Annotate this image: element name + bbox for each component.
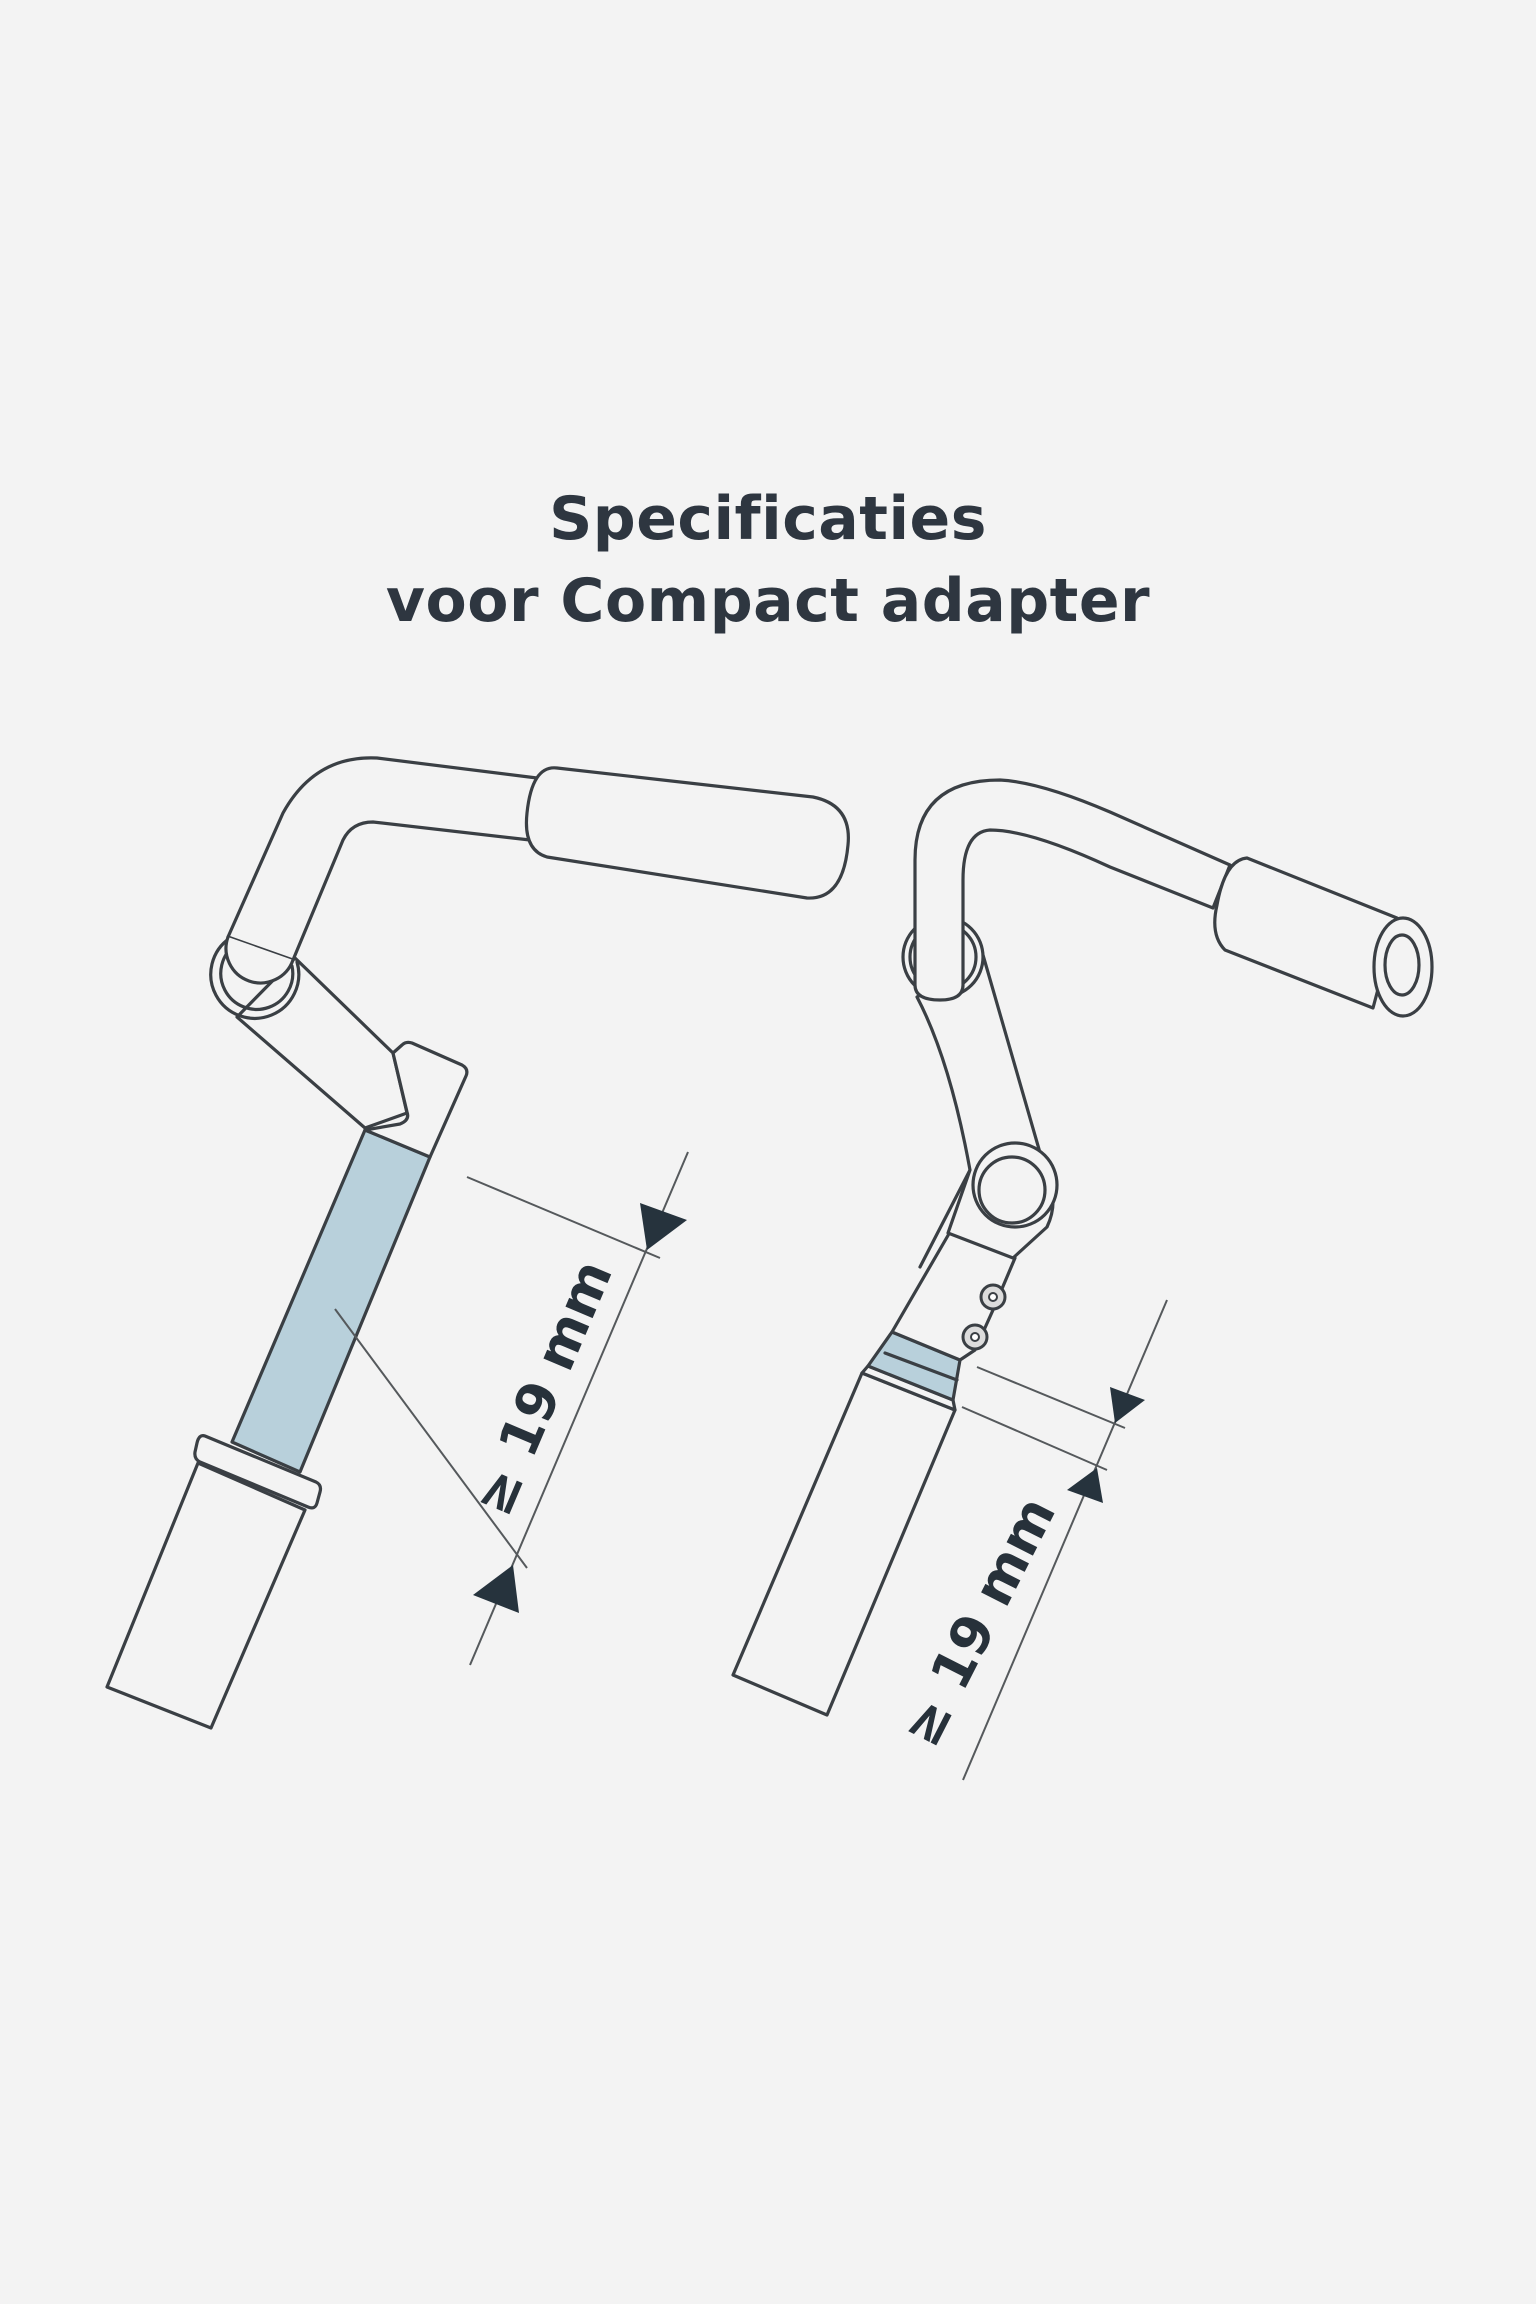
left-dimension-label: ≥ 19 mm (461, 1251, 625, 1525)
right-arrow-bottom-icon (1067, 1468, 1103, 1503)
right-grip-end (1372, 916, 1434, 1018)
left-insertion-stem (230, 1128, 432, 1474)
right-arrow-top-icon (1110, 1387, 1145, 1423)
right-lower-joint (971, 1141, 1059, 1229)
page-title: Specificaties voor Compact adapter (0, 478, 1536, 642)
left-collar (193, 1434, 323, 1510)
right-screws (961, 1283, 1007, 1351)
left-upper-tube (226, 756, 539, 962)
right-upper-tube (913, 778, 1232, 1002)
right-band-divider (883, 1351, 959, 1382)
left-lower-tube (105, 1461, 307, 1730)
right-adapter-diagram: ≥ 19 mm (731, 778, 1434, 1781)
left-arrow-top-icon (640, 1203, 687, 1250)
right-dimension-label: ≥ 19 mm (889, 1487, 1068, 1757)
left-adapter-diagram: ≥ 19 mm (105, 756, 850, 1730)
title-line-1: Specificaties (549, 484, 987, 554)
left-ring-joint (209, 935, 301, 1020)
title-line-2: voor Compact adapter (385, 566, 1151, 636)
left-clamp-block (363, 1040, 469, 1159)
right-grip (1213, 856, 1399, 1010)
left-grip (524, 766, 850, 900)
left-arrow-bottom-icon (473, 1565, 519, 1613)
